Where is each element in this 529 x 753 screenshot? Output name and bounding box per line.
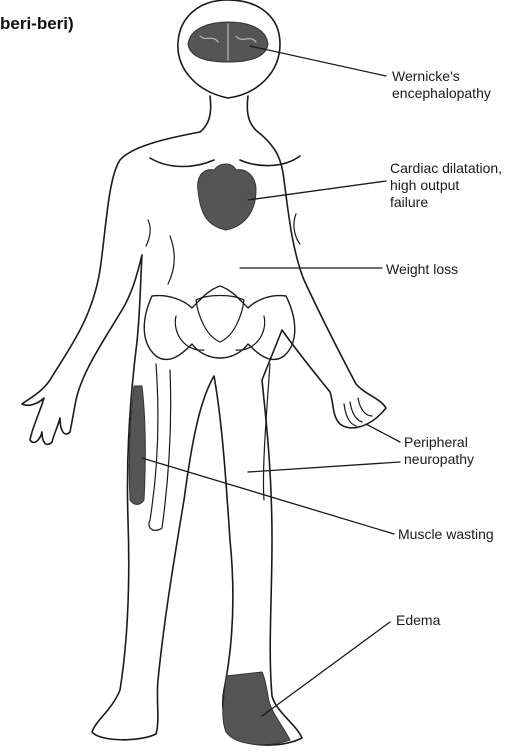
edema-shading bbox=[223, 672, 290, 745]
figure-caption: beri-beri) bbox=[0, 14, 74, 34]
label-edema: Edema bbox=[396, 612, 440, 629]
sacrum-outline bbox=[196, 296, 244, 343]
leader-cardiac bbox=[248, 181, 386, 200]
neck-outline bbox=[200, 96, 258, 132]
label-cardiac-line2: high output bbox=[390, 177, 502, 194]
leader-wernicke bbox=[250, 46, 386, 76]
femur-outline bbox=[149, 364, 171, 530]
leader-neuropathy-hand bbox=[366, 424, 400, 442]
muscle-shading bbox=[129, 386, 145, 505]
pelvis-outline bbox=[144, 286, 295, 359]
label-edema-line1: Edema bbox=[396, 612, 440, 629]
label-weight-loss: Weight loss bbox=[386, 261, 458, 278]
label-neuropathy-line1: Peripheral bbox=[404, 434, 474, 451]
label-muscle-wasting: Muscle wasting bbox=[398, 526, 494, 543]
label-cardiac-line3: failure bbox=[390, 194, 502, 211]
leader-edema bbox=[262, 622, 390, 716]
label-weight-line1: Weight loss bbox=[386, 261, 458, 278]
pelvic-ring bbox=[175, 316, 264, 350]
label-wernicke-line1: Wernicke's bbox=[392, 68, 491, 85]
label-cardiac: Cardiac dilatation, high output failure bbox=[390, 160, 502, 211]
leader-neuropathy-leg bbox=[248, 462, 400, 472]
label-wernicke: Wernicke's encephalopathy bbox=[392, 68, 491, 102]
label-neuropathy: Peripheral neuropathy bbox=[404, 434, 474, 468]
label-cardiac-line1: Cardiac dilatation, bbox=[390, 160, 502, 177]
label-muscle-line1: Muscle wasting bbox=[398, 526, 494, 543]
label-neuropathy-line2: neuropathy bbox=[404, 451, 474, 468]
heart-shading bbox=[198, 164, 256, 230]
label-wernicke-line2: encephalopathy bbox=[392, 85, 491, 102]
body-outline bbox=[22, 132, 386, 745]
hand-fingers bbox=[344, 398, 372, 426]
